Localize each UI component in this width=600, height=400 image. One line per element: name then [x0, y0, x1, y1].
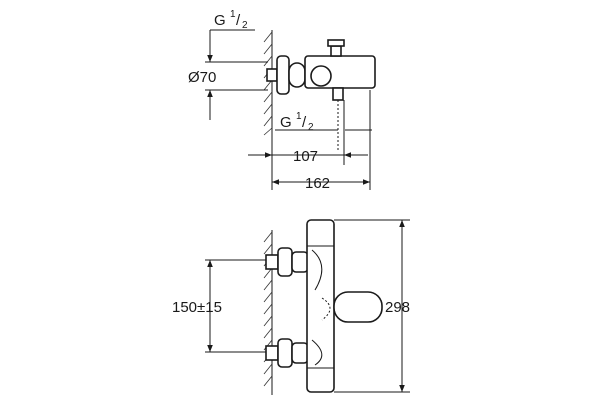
thread-dimension-top: G 1 / 2: [205, 9, 268, 120]
thread-label-top-num: 1: [230, 9, 236, 20]
shower-outlet-nut: [327, 39, 345, 47]
diameter-label: Ø70: [188, 69, 216, 86]
lower-escutcheon: [277, 338, 293, 368]
wall-hatching-side: [263, 30, 273, 136]
shower-outlet: [330, 45, 342, 57]
thread-label-outlet: G: [280, 114, 292, 131]
height-label: 298: [385, 299, 410, 316]
body-contour-lower: [311, 339, 323, 366]
thread-label-outlet-num: 1: [296, 111, 302, 122]
spout-outlet-contour: [321, 297, 331, 321]
upper-union-nut: [291, 251, 309, 273]
diverter-knob: [310, 65, 332, 87]
center-distance-dimension: 150±15: [172, 259, 266, 353]
depth-162-label: 162: [305, 175, 330, 192]
union-nut: [288, 62, 306, 88]
center-distance-label: 150±15: [172, 299, 222, 316]
thread-label-top-den: 2: [242, 20, 248, 31]
wall-connector: [266, 68, 278, 82]
lower-union-nut: [291, 342, 309, 364]
thread-label-top: G: [214, 12, 226, 29]
upper-wall-connector: [265, 254, 279, 270]
svg-text:/: /: [302, 114, 307, 131]
depth-107-label: 107: [293, 148, 318, 165]
thread-dimension-outlet: G 1 / 2: [275, 111, 338, 133]
front-view: 150±15 298: [172, 219, 410, 395]
spout-outlet: [332, 87, 344, 101]
body-contour-upper: [311, 249, 323, 291]
escutcheon: [276, 55, 290, 95]
svg-text:/: /: [236, 12, 241, 29]
upper-escutcheon: [277, 247, 293, 277]
depth-dimension-total: 162: [271, 90, 371, 192]
height-dimension: 298: [334, 219, 410, 393]
side-view: G 1 / 2 Ø70 G 1 / 2 107 16: [188, 9, 376, 192]
depth-dimension-body: 107: [248, 100, 372, 165]
thread-label-outlet-den: 2: [308, 122, 314, 133]
spout: [333, 291, 383, 323]
lower-wall-connector: [265, 345, 279, 361]
